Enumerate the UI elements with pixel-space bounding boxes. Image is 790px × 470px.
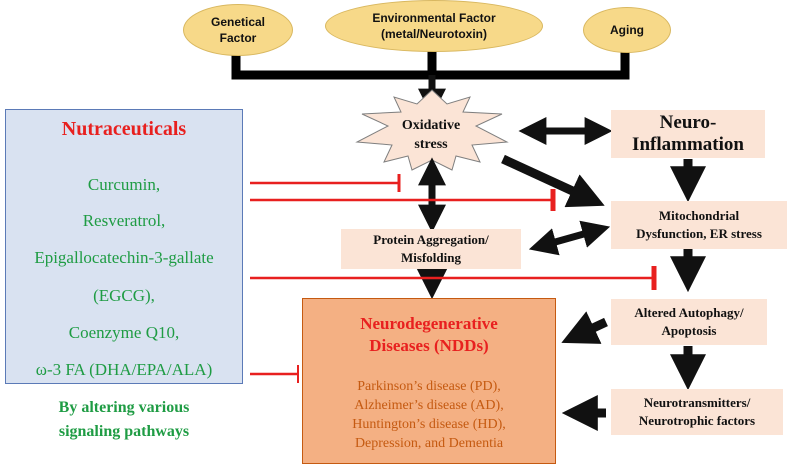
arrow-protein-mitochondrial xyxy=(528,220,611,256)
mitochondrial-dysfunction-node: Mitochondrial Dysfunction, ER stress xyxy=(611,201,787,249)
mitochondrial-dysfunction-label: Mitochondrial Dysfunction, ER stress xyxy=(636,208,762,241)
environmental-factor-node: Environmental Factor (metal/Neurotoxin) xyxy=(325,0,543,52)
aging-node: Aging xyxy=(583,7,671,53)
nutraceuticals-panel: Nutraceuticals Curcumin, Resveratrol, Ep… xyxy=(5,109,243,384)
disease-item: Alzheimer’s disease (AD), xyxy=(354,398,504,413)
aging-label: Aging xyxy=(610,23,644,37)
neuro-inflammation-node: Neuro-Inflammation xyxy=(611,110,765,158)
inhibition-lines xyxy=(250,174,657,383)
nutraceutical-item: Coenzyme Q10, xyxy=(68,323,180,342)
arrow-autophagy-ndd xyxy=(561,311,608,344)
disease-item: Depression, and Dementia xyxy=(354,436,504,451)
protein-aggregation-node: Protein Aggregation/ Misfolding xyxy=(341,229,521,269)
arrow-oxidative-mitochondrial xyxy=(501,154,605,208)
oxidative-stress-label: Oxidative stress xyxy=(401,118,461,152)
altered-autophagy-label: Altered Autophagy/ Apoptosis xyxy=(634,305,744,338)
neuro-inflammation-label: Neuro-Inflammation xyxy=(632,112,744,155)
ndd-box: Neurodegenerative Diseases (NDDs) Parkin… xyxy=(302,298,556,464)
altered-autophagy-node: Altered Autophagy/ Apoptosis xyxy=(611,299,767,345)
nutraceutical-item: Epigallocatechin-3-gallate xyxy=(34,248,214,267)
neurotransmitters-label: Neurotransmitters/ Neurotrophic factors xyxy=(638,395,756,428)
genetical-factor-label: Genetical Factor xyxy=(210,15,266,45)
nutraceutical-item: Curcumin, xyxy=(87,175,161,194)
nutraceutical-item: ω-3 FA (DHA/EPA/ALA) xyxy=(35,360,213,379)
genetical-factor-node: Genetical Factor xyxy=(183,4,293,56)
nutraceutical-item: (EGCG), xyxy=(93,286,155,305)
neurotransmitters-node: Neurotransmitters/ Neurotrophic factors xyxy=(611,389,783,435)
disease-item: Huntington’s disease (HD), xyxy=(352,417,506,432)
environmental-factor-label: Environmental Factor (metal/Neurotoxin) xyxy=(372,11,496,41)
protein-aggregation-label: Protein Aggregation/ Misfolding xyxy=(373,232,489,265)
signaling-note: By altering various signaling pathways xyxy=(58,399,190,440)
nutraceutical-item: Resveratrol, xyxy=(82,211,166,230)
ndd-title: Neurodegenerative Diseases (NDDs) xyxy=(360,314,498,355)
disease-item: Parkinson’s disease (PD), xyxy=(357,379,501,394)
nutraceuticals-title: Nutraceuticals xyxy=(61,118,187,140)
